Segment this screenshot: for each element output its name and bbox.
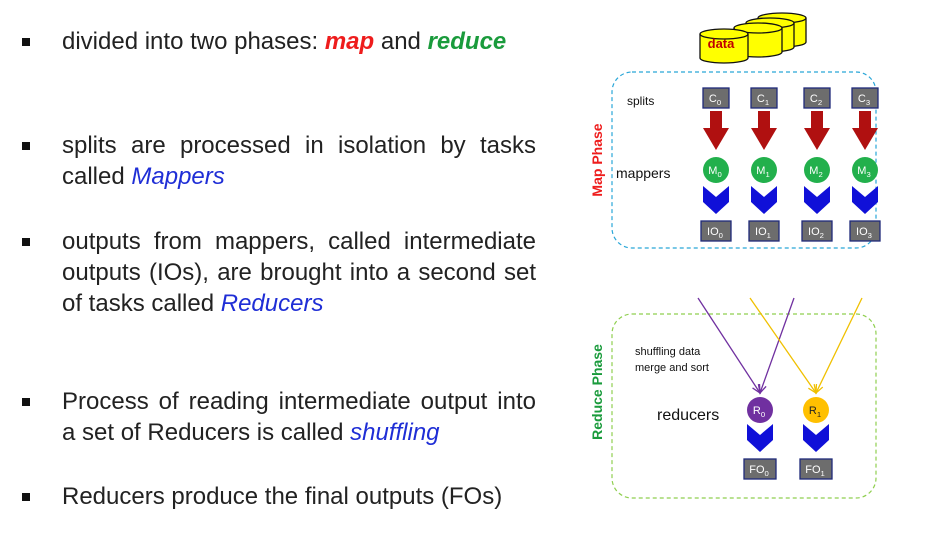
- split-box: [750, 87, 778, 109]
- shuffle-label: shuffling data: [635, 346, 701, 358]
- down-arrow-icon: [804, 111, 830, 150]
- mapper-circle: [852, 157, 878, 183]
- intermediate-output-label: IO0: [707, 226, 723, 240]
- highlighted-term: map: [324, 28, 375, 55]
- mapper-circle: [703, 157, 729, 183]
- bullet-marker: [22, 142, 30, 150]
- arrowhead-icon: [752, 384, 761, 395]
- split-box: [851, 87, 879, 109]
- mapper-circle: [751, 157, 777, 183]
- bullet-text: outputs from mappers, called intermediat…: [62, 226, 536, 319]
- down-arrow-icon: [703, 111, 729, 150]
- chevron-down-icon: [852, 186, 878, 214]
- bullet-text-part: splits are processed in isolation by tas…: [62, 132, 536, 190]
- splits-label: splits: [627, 94, 654, 108]
- reducer-label: R0: [753, 405, 765, 419]
- bullet-text: divided into two phases: map and reduce: [62, 26, 536, 57]
- mapper-label: M1: [756, 165, 769, 179]
- map-phase-label: Map Phase: [589, 123, 605, 196]
- bullet-item: outputs from mappers, called intermediat…: [22, 226, 536, 319]
- bullet-item: Process of reading intermediate output i…: [22, 386, 536, 448]
- split-label: C3: [858, 93, 870, 107]
- bullet-text: Process of reading intermediate output i…: [62, 386, 536, 448]
- reducer-circle: [803, 397, 829, 423]
- final-output-box: [743, 458, 777, 480]
- highlighted-term: reduce: [427, 28, 507, 55]
- intermediate-output-label: IO2: [808, 226, 824, 240]
- down-arrow-icon: [852, 111, 878, 150]
- highlighted-term: Reducers: [220, 290, 324, 317]
- intermediate-output-box: [849, 220, 881, 242]
- shuffle-line: [697, 297, 761, 394]
- bullet-text-part: divided into two phases:: [62, 28, 325, 55]
- bullet-text-part: Process of reading intermediate output i…: [62, 388, 536, 446]
- reducer-circle: [747, 397, 773, 423]
- highlighted-term: shuffling: [350, 419, 440, 446]
- bullet-text-part: and: [374, 28, 428, 55]
- intermediate-output-label: IO3: [856, 226, 872, 240]
- arrowhead-icon: [758, 383, 767, 395]
- bullet-text: splits are processed in isolation by tas…: [62, 130, 536, 192]
- down-arrow-icon: [751, 111, 777, 150]
- bullet-marker: [22, 38, 30, 46]
- intermediate-output-box: [700, 220, 732, 242]
- split-label: C1: [757, 93, 769, 107]
- bullet-item: splits are processed in isolation by tas…: [22, 130, 536, 192]
- bullet-text-part: outputs from mappers, called intermediat…: [62, 228, 536, 317]
- split-box: [702, 87, 730, 109]
- mapper-label: M2: [809, 165, 822, 179]
- intermediate-output-box: [801, 220, 833, 242]
- arrowhead-icon: [815, 383, 824, 395]
- shuffle-line: [815, 297, 863, 394]
- split-label: C2: [810, 93, 822, 107]
- bullet-marker: [22, 398, 30, 406]
- final-output-label: FO0: [749, 464, 769, 478]
- split-label: C0: [709, 93, 721, 107]
- bullet-item: divided into two phases: map and reduce: [22, 26, 536, 57]
- split-box: [803, 87, 831, 109]
- bullet-text-part: Reducers produce the final outputs (FOs): [62, 483, 503, 510]
- reduce-phase-label: Reduce Phase: [589, 344, 605, 440]
- shuffle-line: [749, 297, 817, 394]
- chevron-down-icon: [751, 186, 777, 214]
- bullet-marker: [22, 493, 30, 501]
- merge-sort-label: merge and sort: [635, 362, 709, 374]
- final-output-box: [799, 458, 833, 480]
- intermediate-output-box: [748, 220, 780, 242]
- mapper-circle: [804, 157, 830, 183]
- chevron-down-icon: [803, 424, 829, 452]
- highlighted-term: Mappers: [131, 163, 225, 190]
- bullet-marker: [22, 238, 30, 246]
- map-phase-box: [611, 71, 877, 249]
- bullet-item: Reducers produce the final outputs (FOs): [22, 481, 536, 512]
- reducer-label: R1: [809, 405, 821, 419]
- chevron-down-icon: [747, 424, 773, 452]
- mapper-label: M0: [708, 165, 721, 179]
- reducers-label: reducers: [657, 407, 719, 424]
- data-stack-icon: data: [699, 12, 807, 64]
- mappers-label: mappers: [616, 165, 670, 181]
- shuffle-line: [759, 297, 795, 394]
- chevron-down-icon: [804, 186, 830, 214]
- final-output-label: FO1: [805, 464, 825, 478]
- reduce-phase-box: [611, 313, 877, 499]
- intermediate-output-label: IO1: [755, 226, 771, 240]
- data-label: data: [708, 36, 736, 51]
- chevron-down-icon: [703, 186, 729, 214]
- data-cylinder-icon: [699, 28, 749, 64]
- bullet-text: Reducers produce the final outputs (FOs): [62, 481, 536, 512]
- mapper-label: M3: [857, 165, 870, 179]
